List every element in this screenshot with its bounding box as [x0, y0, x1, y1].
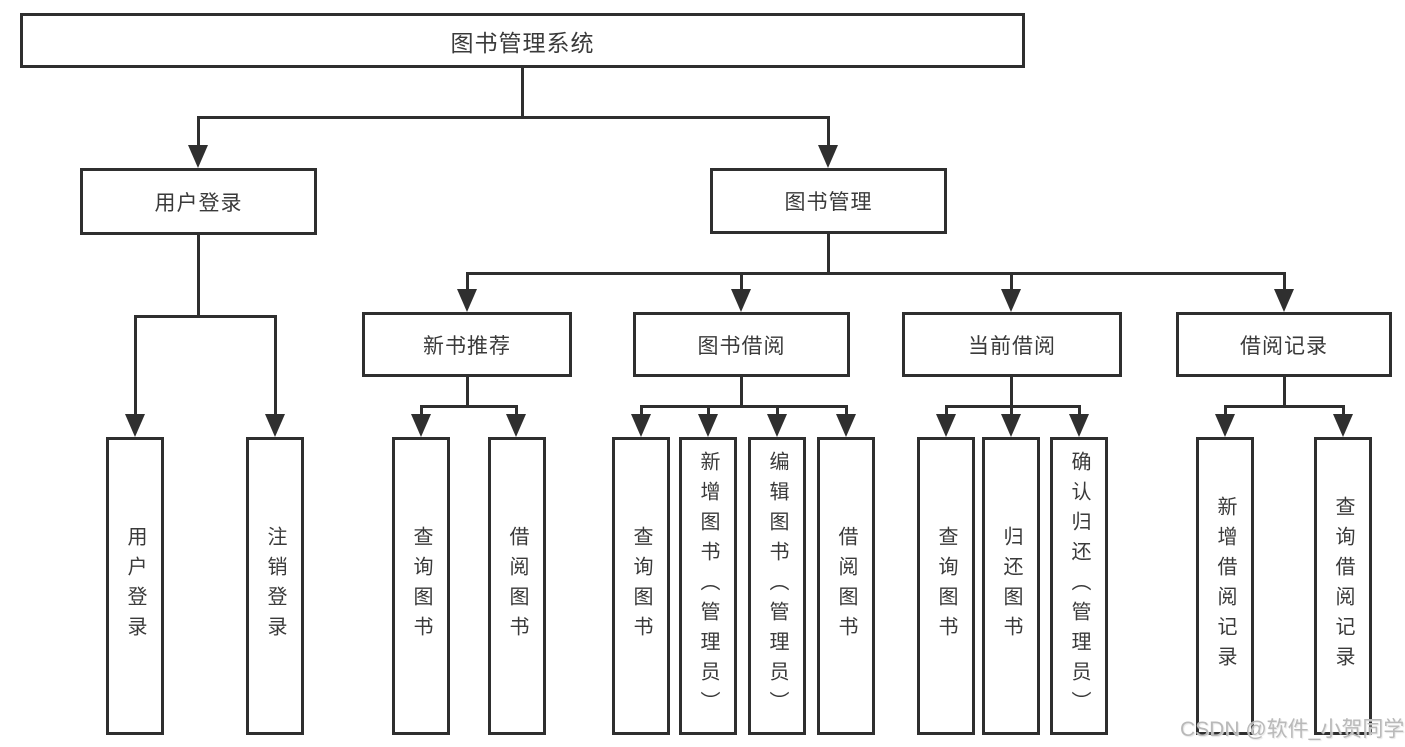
csdn-watermark: CSDN @软件_小贺同学: [1180, 718, 1405, 741]
leaf-label: 编辑图书（管理员）: [766, 451, 788, 721]
arrowhead-down-icon: [731, 289, 751, 312]
arrowhead-down-icon: [457, 289, 477, 312]
connector-line: [197, 116, 830, 119]
connector-line: [740, 272, 743, 292]
arrowhead-down-icon: [1274, 289, 1294, 312]
connector-line: [1078, 405, 1081, 417]
arrowhead-down-icon: [936, 414, 956, 437]
connector-line: [827, 234, 830, 275]
leaf-search-book-current: 查询图书: [917, 437, 975, 735]
node-book-management-label: 图书管理: [784, 191, 873, 214]
arrowhead-down-icon: [836, 414, 856, 437]
connector-line: [466, 272, 1285, 275]
node-borrow-record-label: 借阅记录: [1240, 334, 1328, 358]
connector-line: [640, 405, 847, 408]
node-new-book-recommend: 新书推荐: [362, 312, 572, 377]
leaf-label: 确认归还（管理员）: [1068, 451, 1090, 721]
connector-line: [420, 405, 518, 408]
node-book-management: 图书管理: [710, 168, 947, 234]
node-root-label: 图书管理系统: [450, 29, 595, 56]
connector-line: [134, 315, 277, 318]
connector-line: [420, 405, 423, 417]
leaf-edit-book-admin: 编辑图书（管理员）: [748, 437, 806, 735]
arrowhead-down-icon: [1215, 414, 1235, 437]
arrowhead-down-icon: [1069, 414, 1089, 437]
node-user-login-label: 用户登录: [154, 191, 243, 215]
leaf-label: 查询图书: [410, 526, 432, 646]
arrowhead-down-icon: [631, 414, 651, 437]
leaf-label: 查询借阅记录: [1332, 496, 1354, 676]
connector-line: [1010, 405, 1013, 417]
connector-line: [776, 405, 779, 417]
connector-line: [1010, 272, 1013, 292]
connector-line: [466, 377, 469, 408]
leaf-label: 查询图书: [935, 526, 957, 646]
connector-line: [1283, 272, 1286, 292]
arrowhead-down-icon: [698, 414, 718, 437]
leaf-label: 新增借阅记录: [1214, 496, 1236, 676]
node-new-book-recommend-label: 新书推荐: [423, 334, 511, 358]
leaf-add-book-admin: 新增图书（管理员）: [679, 437, 737, 735]
connector-line: [274, 315, 277, 417]
connector-line: [1342, 405, 1345, 417]
leaf-logout: 注销登录: [246, 437, 304, 735]
leaf-borrow-book: 借阅图书: [817, 437, 875, 735]
connector-line: [466, 272, 469, 292]
arrowhead-down-icon: [506, 414, 526, 437]
connector-line: [640, 405, 643, 417]
connector-line: [197, 235, 200, 318]
node-user-login: 用户登录: [80, 168, 317, 235]
leaf-search-borrow-record: 查询借阅记录: [1314, 437, 1372, 735]
connector-line: [827, 116, 830, 150]
node-borrow-record: 借阅记录: [1176, 312, 1392, 377]
leaf-add-borrow-record: 新增借阅记录: [1196, 437, 1254, 735]
arrowhead-down-icon: [1001, 289, 1021, 312]
leaf-search-book-recommend: 查询图书: [392, 437, 450, 735]
leaf-user-login: 用户登录: [106, 437, 164, 735]
leaf-label: 借阅图书: [835, 526, 857, 646]
leaf-label: 新增图书（管理员）: [697, 451, 719, 721]
arrowhead-down-icon: [1001, 414, 1021, 437]
connector-line: [134, 315, 137, 417]
node-current-borrow-label: 当前借阅: [968, 334, 1056, 358]
leaf-return-book: 归还图书: [982, 437, 1040, 735]
connector-line: [740, 377, 743, 408]
node-current-borrow: 当前借阅: [902, 312, 1122, 377]
leaf-label: 注销登录: [264, 526, 286, 646]
leaf-label: 归还图书: [1000, 526, 1022, 646]
connector-line: [515, 405, 518, 417]
arrowhead-down-icon: [818, 145, 838, 168]
connector-line: [945, 405, 948, 417]
connector-line: [197, 116, 200, 150]
connector-line: [707, 405, 710, 417]
arrowhead-down-icon: [767, 414, 787, 437]
node-book-borrow-label: 图书借阅: [697, 334, 786, 358]
leaf-search-book-borrow: 查询图书: [612, 437, 670, 735]
arrowhead-down-icon: [1333, 414, 1353, 437]
node-book-borrow: 图书借阅: [633, 312, 850, 377]
arrowhead-down-icon: [125, 414, 145, 437]
leaf-borrow-book-recommend: 借阅图书: [488, 437, 546, 735]
arrowhead-down-icon: [411, 414, 431, 437]
leaf-label: 查询图书: [630, 526, 652, 646]
arrowhead-down-icon: [265, 414, 285, 437]
connector-line: [1010, 377, 1013, 408]
arrowhead-down-icon: [188, 145, 208, 168]
connector-line: [521, 66, 524, 118]
connector-line: [845, 405, 848, 417]
connector-line: [1224, 405, 1227, 417]
leaf-label: 借阅图书: [506, 526, 528, 646]
node-root: 图书管理系统: [20, 13, 1025, 68]
leaf-confirm-return-admin: 确认归还（管理员）: [1050, 437, 1108, 735]
connector-line: [1224, 405, 1345, 408]
connector-line: [1283, 377, 1286, 408]
leaf-label: 用户登录: [124, 526, 146, 646]
